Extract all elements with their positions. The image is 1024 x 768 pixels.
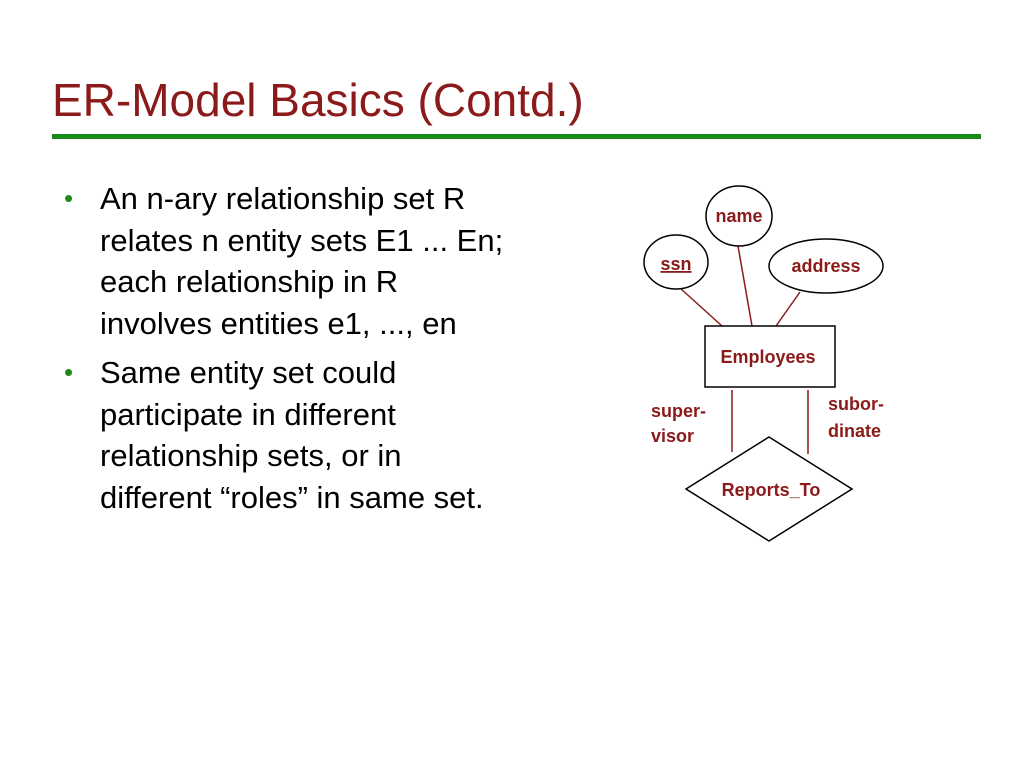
bullet-item: • Same entity set could participate in d… (62, 352, 512, 518)
bullet-text: Same entity set could participate in dif… (100, 355, 484, 515)
bullet-dot-icon: • (64, 183, 74, 213)
address-attribute (768, 238, 884, 294)
ssn-label: ssn (660, 254, 691, 274)
supervisor-role-label: visor (651, 426, 694, 446)
title-rule (52, 134, 981, 139)
employees-label: Employees (720, 347, 815, 367)
name-attribute (705, 185, 773, 247)
reports-to-label: Reports_To (722, 480, 821, 500)
employees-entity (704, 325, 836, 388)
slide-title: ER-Model Basics (Contd.) (52, 74, 584, 126)
reports-to-relationship (684, 436, 854, 542)
name-label: name (715, 206, 762, 226)
ssn-connector (679, 287, 723, 327)
subordinate-role-label: subor- (828, 394, 884, 414)
address-label: address (791, 256, 860, 276)
bullet-dot-icon: • (64, 357, 74, 387)
bullet-text: An n-ary relationship set R relates n en… (100, 181, 504, 341)
bullet-list: • An n-ary relationship set R relates n … (62, 178, 512, 526)
name-connector (737, 245, 753, 327)
ssn-attribute (643, 234, 709, 290)
subordinate-role-label: dinate (828, 421, 881, 441)
supervisor-role-label: super- (651, 401, 706, 421)
address-connector (775, 291, 801, 327)
bullet-item: • An n-ary relationship set R relates n … (62, 178, 512, 344)
